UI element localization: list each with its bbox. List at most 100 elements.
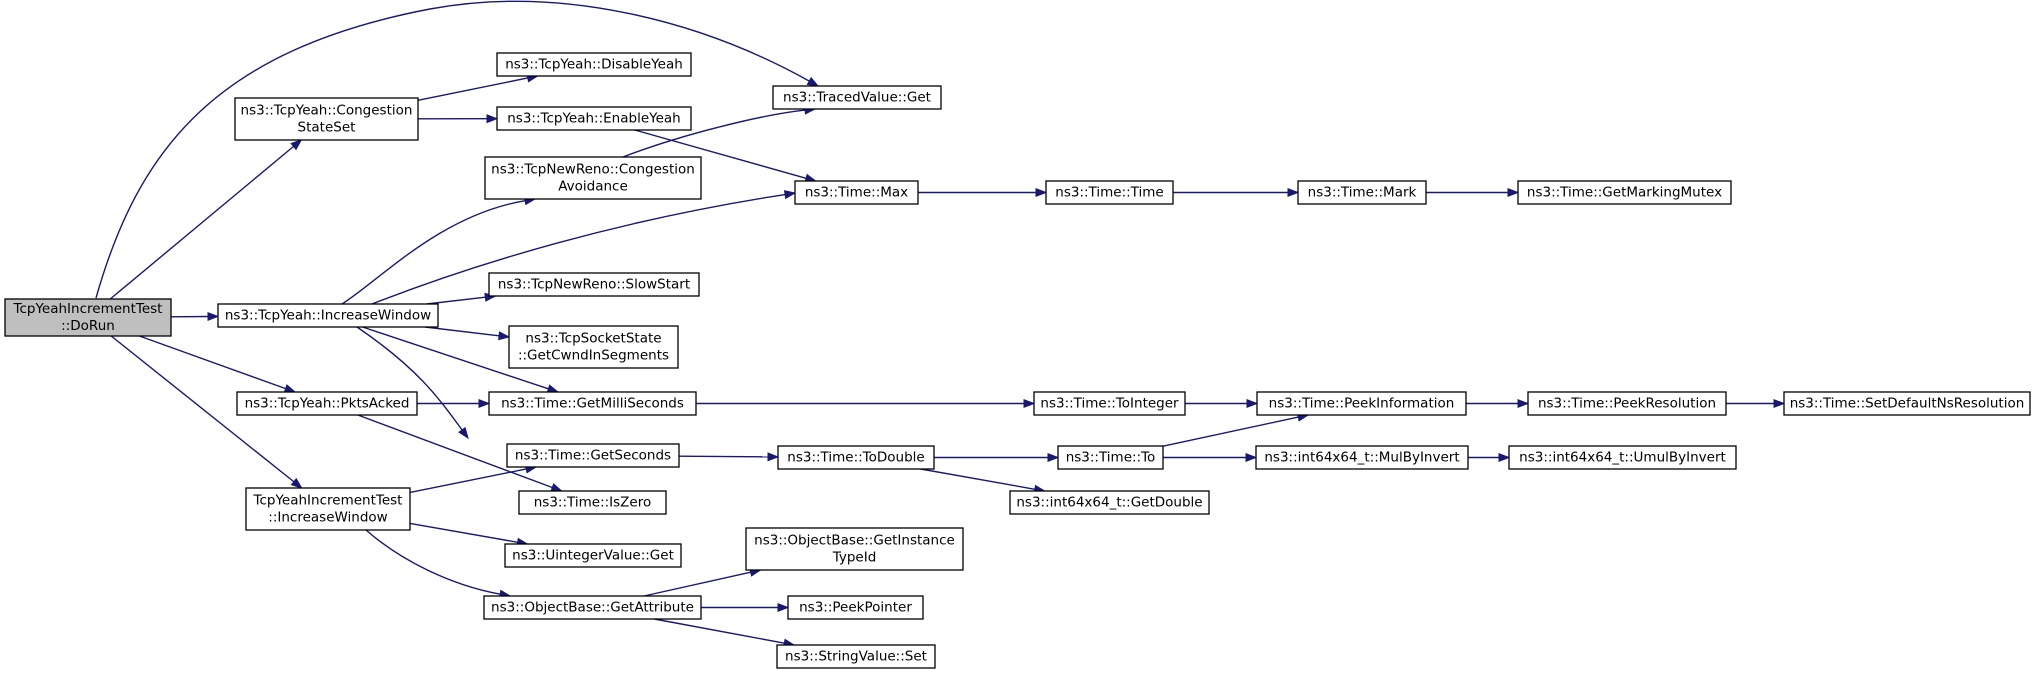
node-peekinfo[interactable]: ns3::Time::PeekInformation — [1256, 391, 1467, 416]
node-getdouble[interactable]: ns3::int64x64_t::GetDouble — [1009, 490, 1210, 515]
node-box[interactable] — [745, 527, 964, 571]
edge-pktsacked-to-iszero — [357, 414, 563, 492]
edge-getattr-to-strset — [654, 618, 796, 648]
edge-line — [426, 296, 486, 305]
node-box[interactable] — [1057, 445, 1164, 470]
node-box[interactable] — [776, 644, 936, 669]
node-box[interactable] — [777, 445, 935, 470]
node-label: TcpYeahIncrementTest — [253, 493, 403, 509]
edge-arrowhead — [550, 483, 563, 492]
node-box[interactable] — [496, 106, 692, 131]
edge-arrowhead — [1507, 187, 1520, 198]
edge-line — [643, 571, 751, 597]
edge-dorun-to-pktsacked — [139, 335, 297, 393]
node-box[interactable] — [794, 180, 919, 205]
node-getsec[interactable]: ns3::Time::GetSeconds — [506, 443, 680, 468]
node-label: TcpYeahIncrementTest — [13, 301, 163, 317]
node-label: ns3::ObjectBase::GetAttribute — [491, 600, 694, 616]
node-uintget[interactable]: ns3::UintegerValue::Get — [504, 543, 682, 568]
node-todouble[interactable]: ns3::Time::ToDouble — [777, 445, 935, 470]
node-box[interactable] — [488, 272, 700, 297]
node-box[interactable] — [518, 490, 667, 515]
node-peekptr[interactable]: ns3::PeekPointer — [787, 595, 924, 620]
node-box[interactable] — [4, 298, 172, 337]
edge-dorun-to-incwin — [170, 311, 220, 322]
edge-line — [341, 199, 526, 305]
node-label: ns3::Time::GetMarkingMutex — [1527, 185, 1722, 201]
node-box[interactable] — [1517, 180, 1732, 205]
node-timeto[interactable]: ns3::Time::To — [1057, 445, 1164, 470]
node-label: TypeId — [832, 550, 877, 566]
node-box[interactable] — [504, 543, 682, 568]
node-box[interactable] — [1527, 391, 1727, 416]
node-box[interactable] — [1255, 445, 1469, 470]
edge-timeto-to-mulbyinv — [1163, 452, 1258, 463]
node-box[interactable] — [236, 391, 418, 416]
node-tointeger[interactable]: ns3::Time::ToInteger — [1033, 391, 1186, 416]
node-umulbyinv[interactable]: ns3::int64x64_t::UmulByInvert — [1508, 445, 1737, 470]
node-box[interactable] — [1009, 490, 1210, 515]
node-incwin[interactable]: ns3::TcpYeah::IncreaseWindow — [217, 303, 439, 328]
edge-tointeger-to-peekinfo — [1185, 398, 1259, 409]
node-box[interactable] — [483, 595, 702, 620]
node-box[interactable] — [488, 391, 697, 416]
node-box[interactable] — [1045, 180, 1174, 205]
node-label: ns3::Time::Time — [1055, 185, 1163, 201]
node-box[interactable] — [1297, 180, 1427, 205]
node-setdefault[interactable]: ns3::Time::SetDefaultNsResolution — [1783, 391, 2031, 416]
node-box[interactable] — [234, 97, 419, 141]
node-box[interactable] — [508, 325, 679, 369]
node-box[interactable] — [787, 595, 924, 620]
node-label: ns3::TcpNewReno::Congestion — [491, 162, 695, 178]
node-markmutex[interactable]: ns3::Time::GetMarkingMutex — [1517, 180, 1732, 205]
node-box[interactable] — [1783, 391, 2031, 416]
node-getattr[interactable]: ns3::ObjectBase::GetAttribute — [483, 595, 702, 620]
edge-arrowhead — [478, 398, 491, 409]
node-box[interactable] — [484, 156, 702, 200]
node-timemax[interactable]: ns3::Time::Max — [794, 180, 919, 205]
edge-timeto-to-peekinfo — [1162, 412, 1310, 447]
node-box[interactable] — [217, 303, 439, 328]
node-getms[interactable]: ns3::Time::GetMilliSeconds — [488, 391, 697, 416]
node-tracedget[interactable]: ns3::TracedValue::Get — [772, 85, 942, 110]
edge-line — [409, 468, 527, 494]
node-dorun[interactable]: TcpYeahIncrementTest::DoRun — [4, 298, 172, 337]
edge-dorun-to-testinc — [110, 335, 303, 489]
edge-arrowhead — [806, 76, 820, 87]
node-mulbyinv[interactable]: ns3::int64x64_t::MulByInvert — [1255, 445, 1469, 470]
node-testinc[interactable]: TcpYeahIncrementTest::IncreaseWindow — [245, 487, 411, 531]
node-slowstart[interactable]: ns3::TcpNewReno::SlowStart — [488, 272, 700, 297]
edge-arrowhead — [498, 331, 511, 341]
nodes-layer: TcpYeahIncrementTest::DoRunns3::TcpYeah:… — [4, 52, 2031, 669]
node-peekres[interactable]: ns3::Time::PeekResolution — [1527, 391, 1727, 416]
node-timetime[interactable]: ns3::Time::Time — [1045, 180, 1174, 205]
node-label: ns3::TracedValue::Get — [783, 90, 931, 106]
node-disable[interactable]: ns3::TcpYeah::DisableYeah — [496, 52, 692, 77]
node-box[interactable] — [245, 487, 411, 531]
edge-todouble-to-getdouble — [920, 468, 1047, 494]
node-box[interactable] — [1508, 445, 1737, 470]
node-box[interactable] — [1033, 391, 1186, 416]
node-enable[interactable]: ns3::TcpYeah::EnableYeah — [496, 106, 692, 131]
edge-arrowhead — [290, 477, 303, 489]
node-box[interactable] — [506, 443, 680, 468]
node-iszero[interactable]: ns3::Time::IsZero — [518, 490, 667, 515]
node-mark[interactable]: ns3::Time::Mark — [1297, 180, 1427, 205]
node-strset[interactable]: ns3::StringValue::Set — [776, 644, 936, 669]
node-label: ns3::ObjectBase::GetInstance — [754, 533, 955, 549]
edge-getsec-to-todouble — [678, 452, 780, 462]
node-getcwnd[interactable]: ns3::TcpSocketState::GetCwndInSegments — [508, 325, 679, 369]
edge-line — [622, 109, 806, 158]
node-box[interactable] — [1256, 391, 1467, 416]
edge-arrowhead — [1246, 398, 1259, 409]
node-pktsacked[interactable]: ns3::TcpYeah::PktsAcked — [236, 391, 418, 416]
node-box[interactable] — [772, 85, 942, 110]
edge-dorun-to-congstate — [109, 139, 303, 300]
node-label: ns3::Time::Mark — [1308, 185, 1417, 201]
edge-line — [365, 529, 501, 595]
node-label: ns3::int64x64_t::MulByInvert — [1264, 450, 1459, 466]
node-box[interactable] — [496, 52, 692, 77]
